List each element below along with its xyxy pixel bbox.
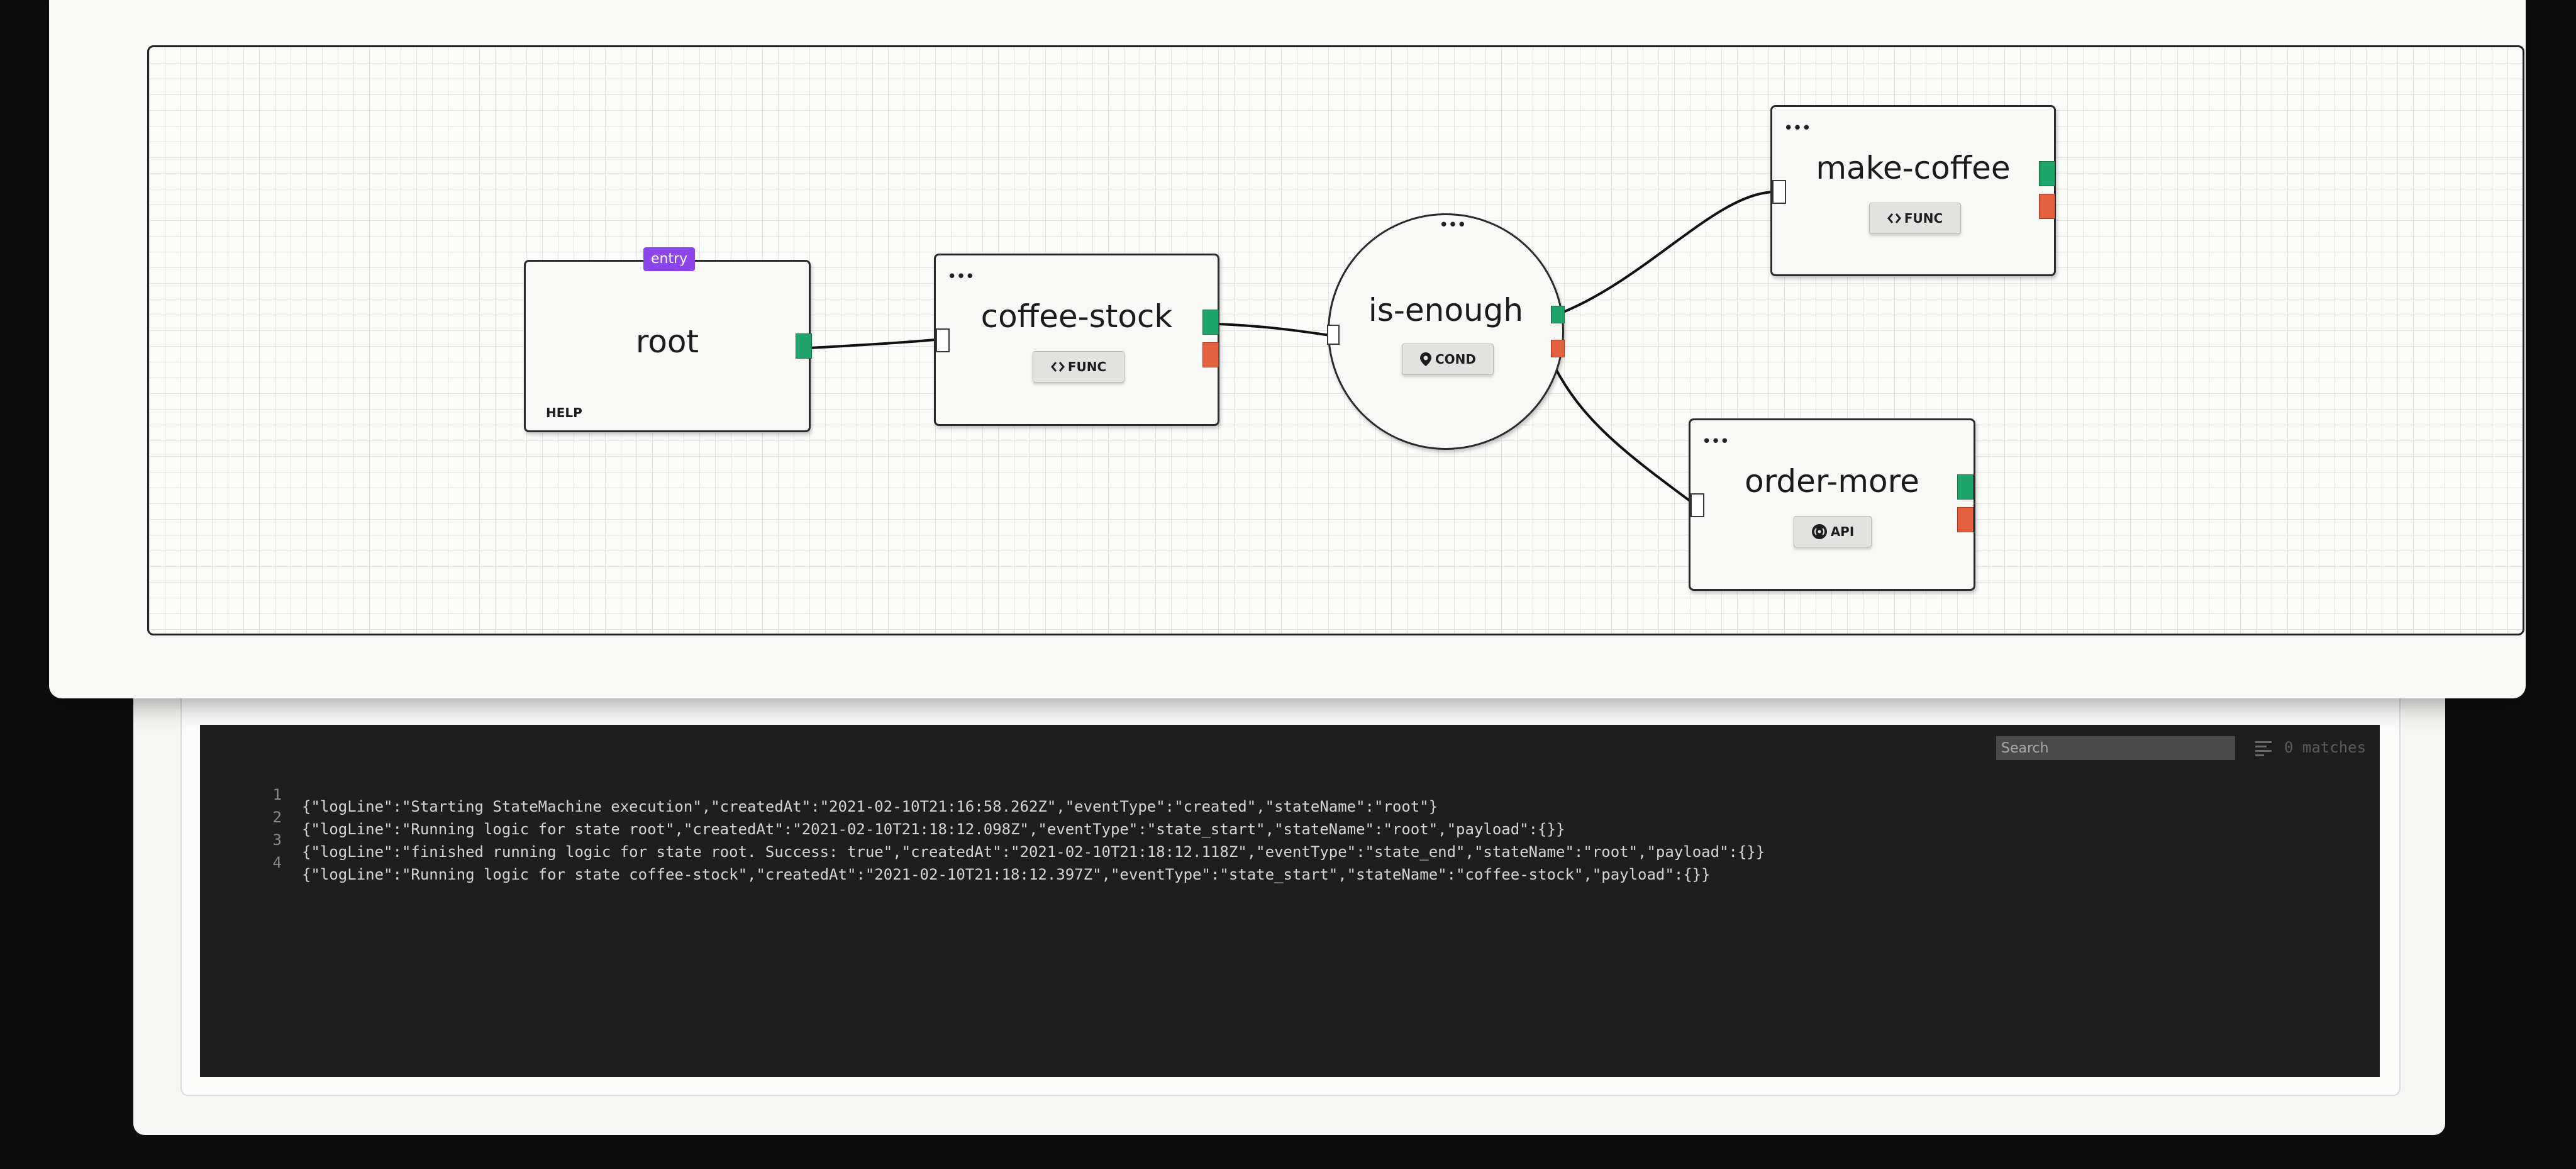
input-port[interactable] xyxy=(1772,180,1786,204)
lines-icon[interactable] xyxy=(2254,739,2273,758)
log-line-number: 1 xyxy=(272,786,282,803)
code-brackets-icon xyxy=(1050,361,1065,373)
node-type-badge[interactable]: API xyxy=(1794,516,1872,547)
badge-label: FUNC xyxy=(1904,211,1943,226)
log-line: 3 {"logLine":"finished running logic for… xyxy=(200,819,1765,861)
wire-coffee-stock-to-is-enough xyxy=(1218,323,1332,337)
log-line-number: 3 xyxy=(272,831,282,849)
node-title: root xyxy=(635,323,699,360)
log-line: 4 {"logLine":"Running logic for state co… xyxy=(200,842,1711,883)
node-title: is-enough xyxy=(1368,292,1524,328)
error-port[interactable] xyxy=(1957,507,1974,532)
success-port[interactable] xyxy=(1202,310,1219,335)
state-node-order-more[interactable]: ••• order-more API xyxy=(1689,418,1975,591)
success-port[interactable] xyxy=(2039,161,2055,186)
log-line-number: 2 xyxy=(272,808,282,826)
match-count: 0 matches xyxy=(2284,739,2367,756)
input-port[interactable] xyxy=(936,328,950,352)
node-type-badge[interactable]: FUNC xyxy=(1033,351,1124,383)
workspace-panel: root HELP entry ••• coffee-stock FUNC ••… xyxy=(49,0,2526,698)
node-menu-icon[interactable]: ••• xyxy=(1702,432,1729,451)
wire-is-enough-to-order-more xyxy=(1554,367,1694,504)
node-title: order-more xyxy=(1745,463,1919,500)
node-type-badge[interactable]: FUNC xyxy=(1869,203,1961,234)
log-console: 0 matches 1 {"logLine":"Starting StateMa… xyxy=(200,725,2380,1077)
log-line-text: {"logLine":"Running logic for state root… xyxy=(302,820,1565,838)
node-type-badge[interactable]: COND xyxy=(1402,344,1494,375)
state-node-coffee-stock[interactable]: ••• coffee-stock FUNC xyxy=(934,254,1219,426)
success-port[interactable] xyxy=(1551,306,1565,323)
error-port[interactable] xyxy=(1202,342,1219,367)
error-port[interactable] xyxy=(2039,194,2055,219)
log-line-text: {"logLine":"finished running logic for s… xyxy=(302,843,1765,861)
map-pin-icon xyxy=(1419,352,1432,367)
code-brackets-icon xyxy=(1887,212,1901,225)
log-line: 1 {"logLine":"Starting StateMachine exec… xyxy=(200,774,1438,815)
state-node-is-enough[interactable]: ••• is-enough COND xyxy=(1327,213,1565,450)
input-port[interactable] xyxy=(1690,493,1704,517)
log-line-text: {"logLine":"Running logic for state coff… xyxy=(302,866,1711,883)
wire-is-enough-to-make-coffee xyxy=(1555,191,1775,316)
help-label[interactable]: HELP xyxy=(546,405,582,420)
node-menu-icon[interactable]: ••• xyxy=(947,267,975,286)
state-machine-canvas[interactable]: root HELP entry ••• coffee-stock FUNC ••… xyxy=(147,45,2524,635)
log-search-input[interactable] xyxy=(1996,736,2235,760)
success-port[interactable] xyxy=(1957,474,1974,500)
state-node-root[interactable]: root HELP xyxy=(524,260,812,432)
entry-tag: entry xyxy=(643,247,696,271)
log-line: 2 {"logLine":"Running logic for state ro… xyxy=(200,797,1565,838)
badge-label: COND xyxy=(1435,352,1477,367)
wire-root-to-coffee-stock xyxy=(810,338,943,349)
success-port[interactable] xyxy=(796,333,812,359)
log-line-number: 4 xyxy=(272,854,282,871)
state-node-make-coffee[interactable]: ••• make-coffee FUNC xyxy=(1770,105,2056,276)
input-port[interactable] xyxy=(1327,325,1340,345)
node-title: coffee-stock xyxy=(980,298,1173,335)
log-line-text: {"logLine":"Starting StateMachine execut… xyxy=(302,798,1438,815)
badge-label: FUNC xyxy=(1067,359,1107,374)
node-menu-icon[interactable]: ••• xyxy=(1784,119,1811,138)
node-menu-icon[interactable]: ••• xyxy=(1439,216,1467,235)
broadcast-icon xyxy=(1811,523,1828,540)
error-port[interactable] xyxy=(1551,340,1565,357)
badge-label: API xyxy=(1830,524,1855,539)
node-title: make-coffee xyxy=(1816,150,2011,186)
